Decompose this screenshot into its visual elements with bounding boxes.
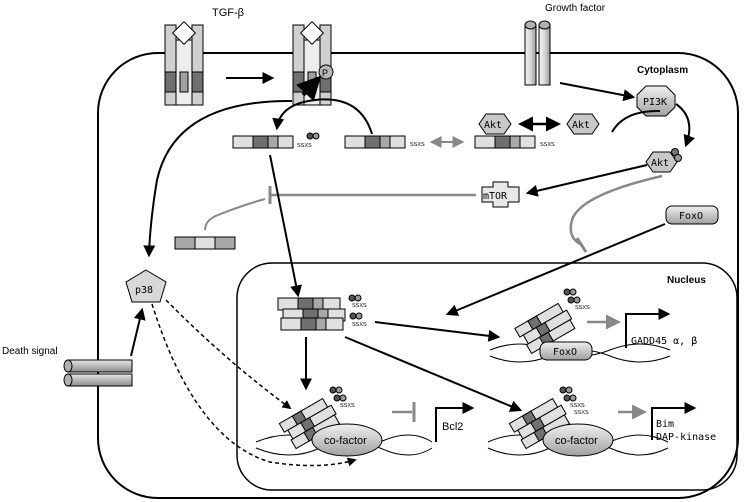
receptor-to-p38-arrow — [143, 99, 293, 258]
bcl2-promoter-arrow — [435, 402, 475, 442]
smad-nuclear-stack: SSXS SSXS — [277, 294, 367, 331]
pi3k-akt-curve — [611, 109, 661, 133]
death-signal-receptor — [63, 359, 133, 387]
akt-node-a: Akt — [478, 113, 512, 135]
cell-membrane — [97, 52, 739, 499]
p38-label: p38 — [135, 285, 153, 296]
ssxs-label-7: SSXS — [340, 403, 355, 409]
smad-cyto-3: SSXS — [474, 135, 555, 149]
ssxs-label-5: SSXS — [352, 322, 367, 328]
akt-c-label: Akt — [651, 158, 669, 169]
p38-to-dna-arrow — [151, 303, 357, 467]
smad-link-line — [204, 198, 266, 231]
akt-inhibition-curve — [569, 174, 663, 247]
bcl2-label: Bcl2 — [442, 421, 463, 433]
ssxs-label-8: SSXS — [570, 403, 585, 409]
pi3k-node: PI3K — [636, 85, 676, 117]
gf-to-pi3k-arrow — [559, 82, 636, 102]
smad-cyto-4 — [174, 236, 236, 250]
foxo-nuclear-entry-arrow — [445, 223, 666, 316]
bim-label: Bim — [656, 419, 674, 430]
nucleus-label: Nucleus — [667, 275, 706, 286]
phospho-label: P — [322, 68, 328, 78]
smad-cyto-1: SSXS — [232, 132, 320, 149]
ssxs-label-9: SSXS — [574, 410, 589, 416]
bim-promoter-arrow — [651, 402, 697, 440]
p38-node: p38 — [125, 269, 167, 303]
tgf-beta-receptor-active: P — [292, 20, 334, 106]
foxo-cyto-label: FoxO — [679, 211, 703, 222]
ssxs-label-6: SSXS — [575, 305, 590, 311]
akt-node-b: Akt — [566, 113, 600, 135]
smad-cyto-2: SSXS — [344, 135, 425, 149]
cofactor-right-label: co-factor — [555, 435, 598, 447]
mtor-node: mTOR — [481, 181, 520, 208]
smad-to-foxo-complex-arrow — [374, 321, 501, 342]
tgf-beta-label: TGF-β — [212, 7, 244, 19]
foxo-cyto-node: FoxO — [665, 205, 719, 225]
pi3k-to-akt-arrow — [675, 103, 695, 148]
akt-inhibition-bar — [575, 237, 588, 253]
akt-b-label: Akt — [572, 120, 590, 131]
foxo-nuc-label: FoxO — [553, 347, 577, 358]
ssxs-label-3: SSXS — [540, 142, 555, 148]
smad-to-right-cofactor-arrow — [344, 336, 523, 412]
nucleus-membrane — [236, 262, 738, 491]
ssxs-label-4: SSXS — [352, 303, 367, 309]
dap-kinase-label: DAP-kinase — [656, 432, 716, 443]
phosphorylation-arrow — [296, 75, 322, 102]
tgf-beta-receptor-inactive — [164, 20, 204, 106]
akt-to-mtor-arrow — [525, 164, 648, 197]
growth-factor-receptor — [524, 20, 551, 86]
akt-a-label: Akt — [484, 120, 502, 131]
death-signal-label: Death signal — [2, 346, 58, 357]
death-to-p38-arrow — [130, 307, 146, 357]
gadd45-label: GADD45 α, β — [631, 336, 697, 347]
receptor-to-smad-arrow — [272, 98, 373, 135]
smad-nuclear-entry-arrow — [269, 154, 303, 298]
growth-factor-label: Growth factor — [545, 3, 606, 14]
cytoplasm-label: Cytoplasm — [637, 65, 688, 76]
ssxs-label-2: SSXS — [410, 142, 425, 148]
gadd45-promoter-arrow — [625, 308, 671, 348]
akt-node-c: Akt — [645, 148, 682, 173]
cofactor-complex-right: SSXS SSXS co-factor — [487, 386, 669, 457]
foxo-transcription-complex: SSXS FoxO — [489, 288, 671, 363]
cofactor-complex-left: SSXS co-factor — [255, 386, 433, 457]
cofactor-left-label: co-factor — [324, 435, 367, 447]
p38-to-cofactor-arrow — [165, 299, 292, 410]
ssxs-label-1: SSXS — [297, 143, 312, 149]
pi3k-label: PI3K — [643, 97, 667, 108]
mtor-label: mTOR — [483, 191, 508, 202]
